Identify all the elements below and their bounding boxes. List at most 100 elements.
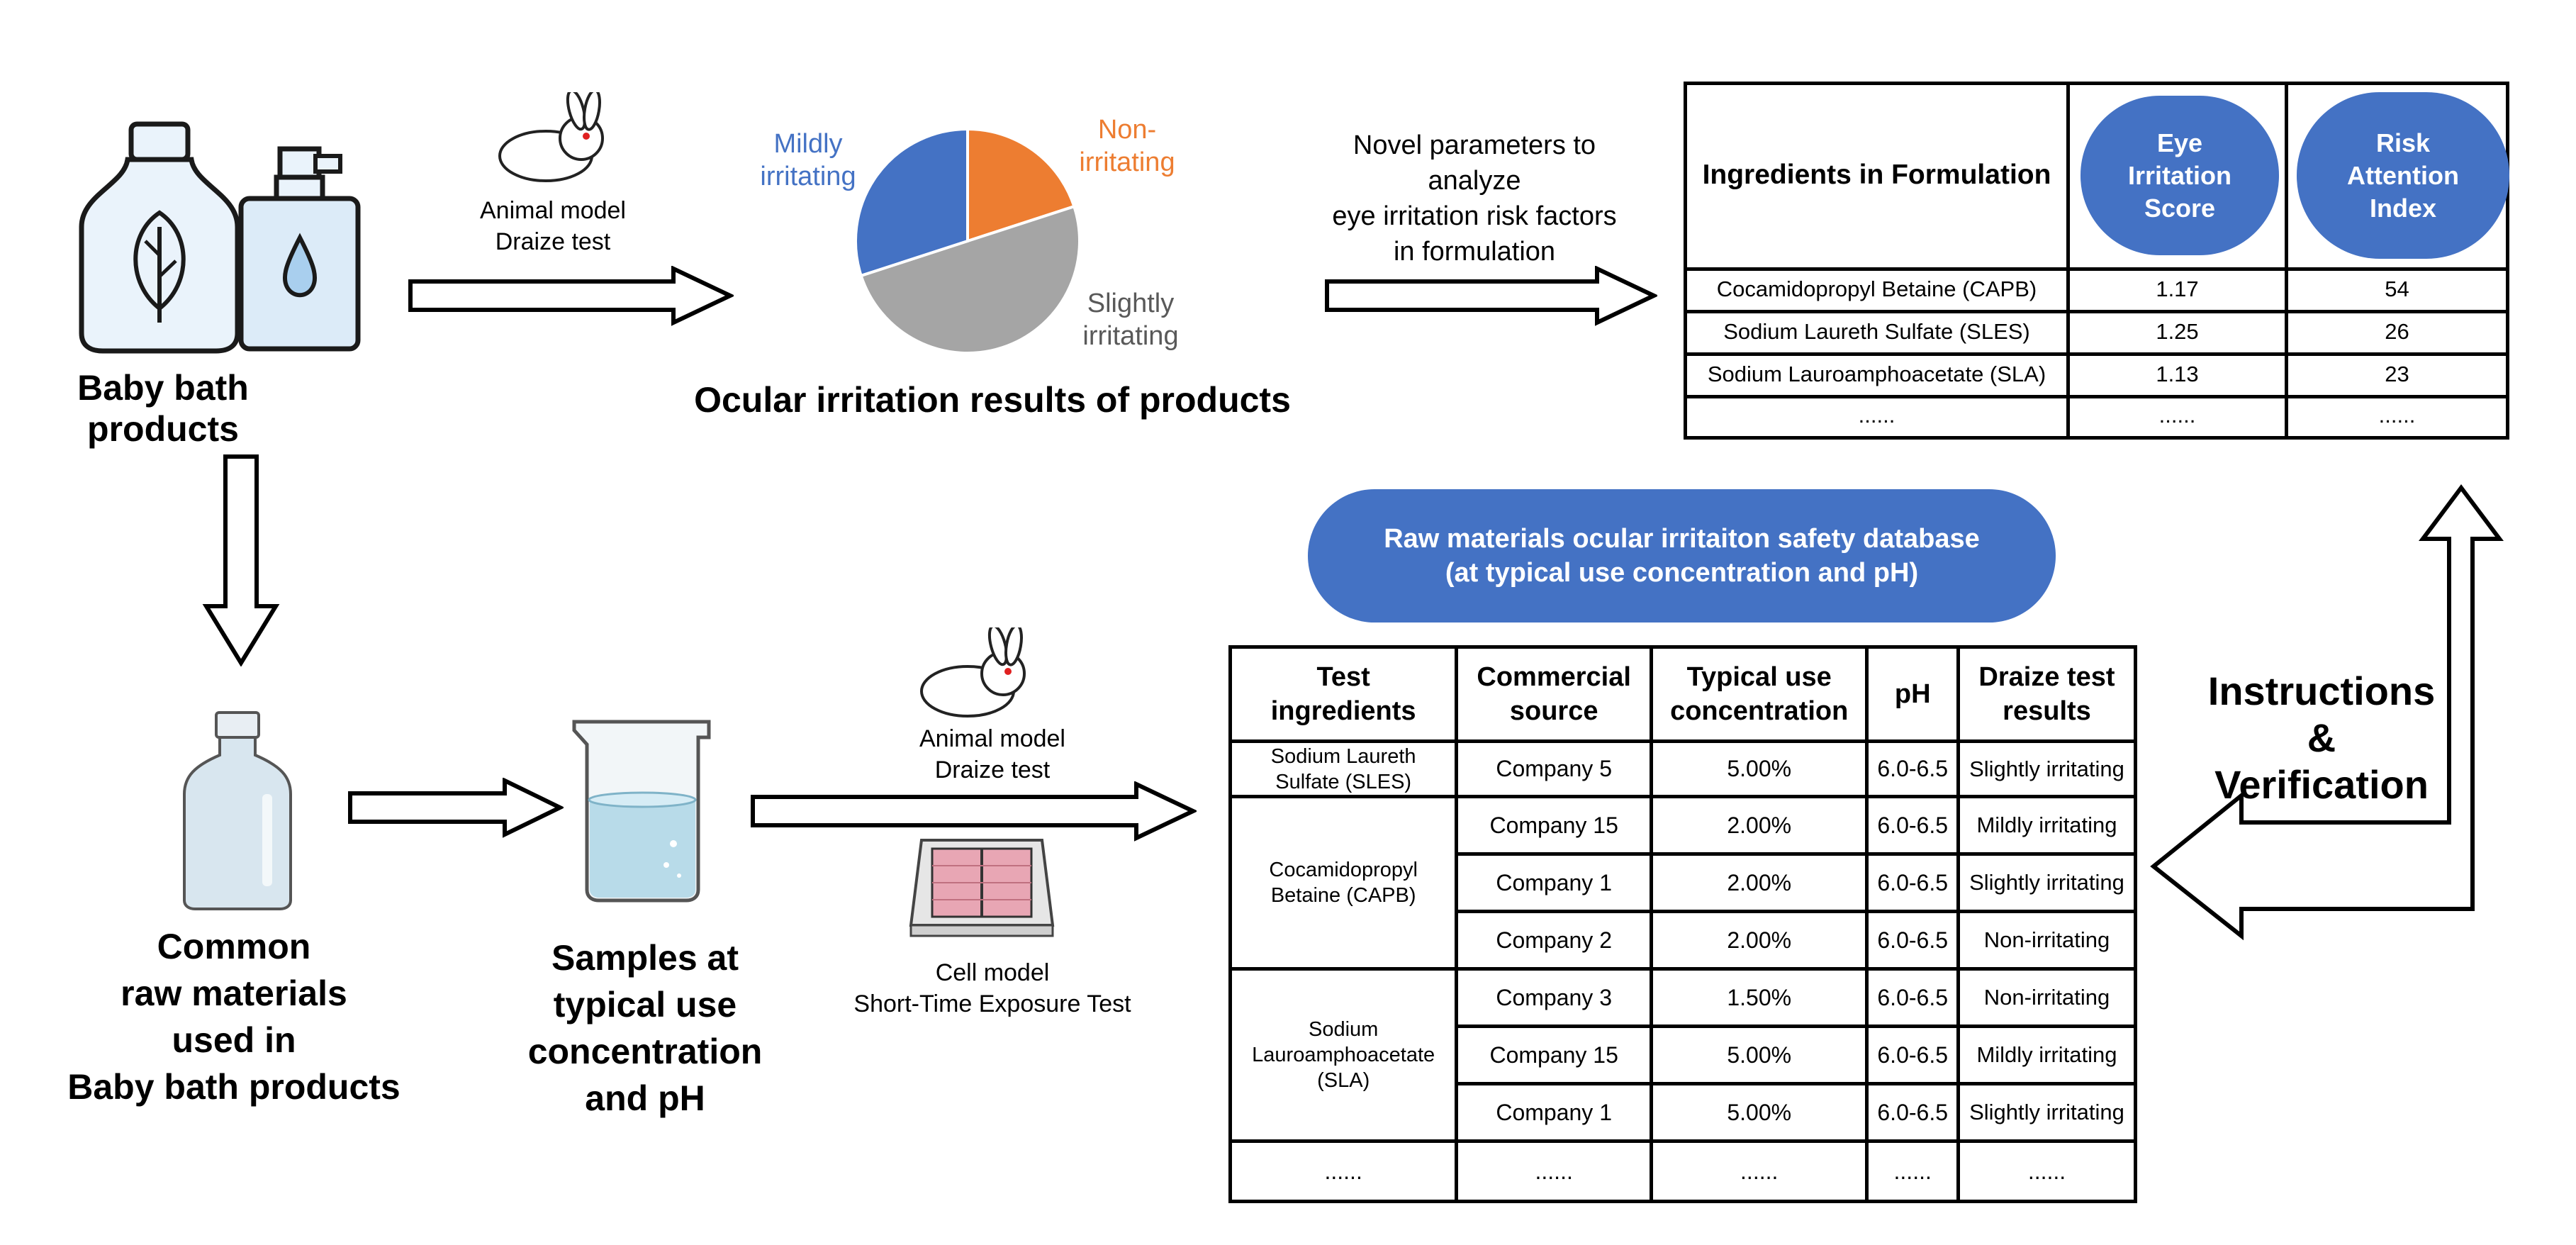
ingredient-sles: Sodium Laureth Sulfate (SLES)	[1228, 739, 1459, 798]
cell-concentration: 5.00%	[1650, 1082, 1869, 1143]
safety-table: Test ingredients Commercial source Typic…	[1228, 645, 2138, 1203]
cell-source: Company 15	[1455, 795, 1654, 856]
formulation-row-2-index: 26	[2385, 319, 2409, 344]
pie-slice-non-irritating	[966, 127, 1076, 243]
cell-concentration: 2.00%	[1650, 910, 1869, 971]
pie-label-mildly-l2: irritating	[760, 162, 856, 191]
samples-text: Samples at typical use concentration and…	[489, 934, 801, 1122]
raw-materials-l4: Baby bath products	[67, 1067, 401, 1107]
safety-row: Company 2 2.00% 6.0-6.5 Non-irritating	[1231, 910, 2138, 971]
bottle-drop-icon	[238, 146, 361, 352]
raw-materials-text: Common raw materials used in Baby bath p…	[28, 923, 439, 1110]
pie-label-slightly-l1: Slightly	[1087, 289, 1175, 318]
header-typical-use: Typical use concentration	[1650, 645, 1869, 743]
beaker-icon	[572, 720, 711, 903]
cell-source: Company 2	[1455, 910, 1654, 971]
cell-ph: 6.0-6.5	[1865, 739, 1960, 798]
cell-result: Slightly irritating	[1956, 852, 2138, 913]
arrow-right-4	[751, 781, 1197, 842]
raw-material-bottle-icon	[183, 711, 292, 910]
formulation-row-4-index: ......	[2378, 403, 2416, 428]
safety-row: Sodium Laureth Sulfate (SLES) Company 5 …	[1228, 739, 2138, 798]
raw-materials-l3: used in	[172, 1020, 296, 1060]
header-draize-results: Draize test results	[1956, 645, 2138, 743]
raw-materials-l1: Common	[157, 927, 311, 966]
cell-model-label: Cell model	[935, 959, 1050, 986]
instructions-label: Instructions	[2207, 669, 2436, 713]
formulation-row-line-4	[1684, 395, 2509, 398]
cell-model-text: Cell model Short-Time Exposure Test	[815, 957, 1170, 1020]
elbow-arrow	[2150, 484, 2504, 941]
novel-line-2: analyze	[1428, 166, 1521, 196]
formulation-row-1-score: 1.17	[2156, 277, 2199, 301]
ellipsis-cell: ......	[1650, 1139, 1869, 1203]
arrow-right-2	[1325, 266, 1657, 326]
formulation-header-ingredients: Ingredients in Formulation	[1702, 160, 2051, 190]
animal-model-label: Animal model	[480, 197, 626, 224]
draize-test-label: Draize test	[495, 228, 611, 255]
pie-label-mildly: Mildly irritating	[737, 128, 879, 193]
formulation-col-line-2	[2285, 82, 2288, 440]
ingredient-sla: Sodium Lauroamphoacetate (SLA)	[1228, 967, 1459, 1143]
novel-line-1: Novel parameters to	[1353, 130, 1596, 160]
cell-source: Company 5	[1455, 739, 1654, 798]
eye-irritation-score-pill: Eye Irritation Score	[2081, 96, 2279, 255]
pie-slice-slightly-irritating	[859, 204, 1081, 354]
formulation-row-2-score: 1.25	[2156, 319, 2199, 344]
cell-result: Slightly irritating	[1956, 739, 2138, 798]
cell-result: Non-irritating	[1956, 967, 2138, 1028]
pie-label-mildly-l1: Mildly	[773, 129, 843, 159]
pie-label-slightly: Slightly irritating	[1060, 287, 1202, 352]
bottle-leaf-icon	[79, 121, 240, 354]
cell-source: Company 15	[1455, 1025, 1654, 1085]
cell-concentration: 2.00%	[1650, 852, 1869, 913]
samples-l3: concentration	[527, 1032, 763, 1071]
pie-label-non-l1: Non-	[1097, 115, 1157, 145]
pie-slice-mildly-irritating	[854, 127, 969, 278]
cell-concentration: 5.00%	[1650, 739, 1869, 798]
arrow-right-3	[348, 778, 564, 838]
products-label: Baby bath products	[77, 368, 249, 449]
formulation-row-4-ingredient: ......	[1858, 403, 1895, 428]
cell-ph: 6.0-6.5	[1865, 1025, 1960, 1085]
safety-row: Company 15 5.00% 6.0-6.5 Mildly irritati…	[1231, 1025, 2138, 1085]
formulation-row-line-1	[1684, 267, 2509, 271]
formulation-row-3-ingredient: Sodium Lauroamphoacetate (SLA)	[1707, 362, 2046, 386]
formulation-col-line-1	[2066, 82, 2070, 440]
safety-row: Sodium Lauroamphoacetate (SLA) Company 3…	[1228, 967, 2138, 1143]
novel-line-4: in formulation	[1393, 237, 1556, 267]
formulation-row-line-3	[1684, 352, 2509, 356]
samples-l1: Samples at	[551, 938, 739, 978]
safety-header-row: Test ingredients Commercial source Typic…	[1228, 645, 2138, 743]
database-subtitle: (at typical use concentration and pH)	[1445, 558, 1919, 588]
animal-model-top: Animal model Draize test	[447, 195, 659, 257]
formulation-row-3-index: 23	[2385, 362, 2409, 386]
arrow-down	[202, 454, 280, 666]
ampersand-label: &	[2307, 715, 2336, 760]
formulation-row-2-ingredient: Sodium Laureth Sulfate (SLES)	[1723, 319, 2030, 344]
well-plate-icon	[909, 839, 1055, 937]
header-test-ingredients: Test ingredients	[1228, 645, 1459, 743]
samples-l2: typical use	[553, 985, 737, 1025]
verification-label: Verification	[2214, 762, 2429, 807]
ellipsis-cell: ......	[1455, 1139, 1654, 1203]
animal-model-bottom-label: Animal model	[919, 725, 1065, 752]
ellipsis-cell: ......	[1228, 1139, 1459, 1203]
cell-ph: 6.0-6.5	[1865, 795, 1960, 856]
animal-model-bottom: Animal model Draize test	[886, 723, 1099, 786]
ellipsis-cell: ......	[1956, 1139, 2138, 1203]
cell-result: Mildly irritating	[1956, 795, 2138, 856]
pie-label-non-l2: irritating	[1079, 147, 1175, 177]
draize-test-bottom-label: Draize test	[934, 757, 1051, 783]
cell-concentration: 2.00%	[1650, 795, 1869, 856]
ingredient-capb: Cocamidopropyl Betaine (CAPB)	[1228, 795, 1459, 971]
novel-line-3: eye irritation risk factors	[1332, 201, 1617, 231]
pie-chart	[854, 127, 1081, 354]
cell-ph: 6.0-6.5	[1865, 967, 1960, 1028]
cell-ph: 6.0-6.5	[1865, 910, 1960, 971]
instructions-verification-text: Instructions & Verification	[2190, 668, 2453, 808]
ellipsis-cell: ......	[1865, 1139, 1960, 1203]
arrow-right-1	[408, 266, 734, 326]
formulation-row-1-index: 54	[2385, 277, 2409, 301]
raw-materials-l2: raw materials	[121, 973, 347, 1013]
